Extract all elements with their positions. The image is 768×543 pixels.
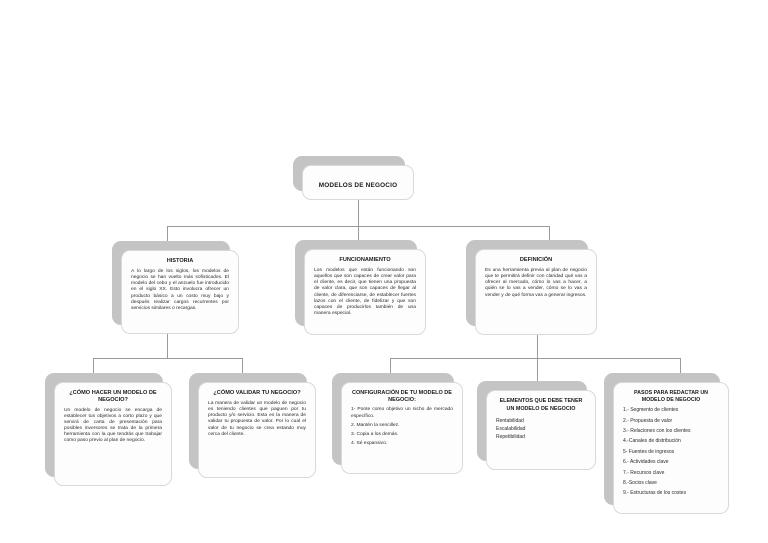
list-item: 1- Ponte como objetivo un nicho de merca… — [351, 407, 453, 419]
node-card: MODELOS DE NEGOCIO — [302, 165, 414, 200]
connector-drop-como-validar — [242, 358, 243, 382]
node-title: ¿CÓMO VALIDAR TU NEGOCIO? — [213, 390, 301, 396]
connector-historia-bus — [93, 358, 242, 359]
node-historia[interactable]: HISTORIA A lo largo de los siglos, los m… — [112, 241, 239, 334]
connector-historia-stem — [167, 334, 168, 358]
connector-root-stem — [358, 200, 359, 226]
connector-drop-funcionamiento — [358, 226, 359, 249]
list-item: 8.-Socios clave — [623, 480, 657, 487]
node-card: HISTORIA A lo largo de los siglos, los m… — [121, 250, 239, 334]
node-modelos-de-negocio[interactable]: MODELOS DE NEGOCIO — [293, 156, 414, 200]
list-item: 3. Copia a los demás. — [351, 432, 399, 438]
node-configuracion-de-tu-modelo-de-negocio[interactable]: CONFIGURACIÓN DE TU MODELO DE NEGOCIO: 1… — [332, 373, 463, 474]
node-body: A lo largo de los siglos, los modelos de… — [131, 268, 229, 311]
list-item: 5- Fuentes de ingresos — [623, 448, 675, 455]
list-item: 2.- Propuesta de valor — [623, 417, 673, 424]
node-card: ¿CÓMO HACER UN MODELO DE NEGOCIO? Un mod… — [54, 382, 172, 486]
node-title: CONFIGURACIÓN DE TU MODELO DE NEGOCIO: — [352, 390, 452, 403]
node-card: PASOS PARA REDACTAR UN MODELO DE NEGOCIO… — [613, 382, 729, 514]
list-item: 3.- Relaciones con los clientes — [623, 428, 691, 435]
connector-drop-elementos — [537, 358, 538, 390]
connector-drop-configuracion — [390, 358, 391, 382]
connector-definicion-stem — [537, 335, 538, 358]
list-item: 4. Sé expansivo. — [351, 441, 388, 447]
node-body: Un modelo de negocio se encarga de estab… — [64, 407, 162, 444]
node-funcionamiento[interactable]: FUNCIONAMIENTO Los modelos que están fun… — [295, 240, 426, 335]
node-card: ELEMENTOS QUE DEBE TENER UN MODELO DE NE… — [486, 390, 596, 470]
connector-drop-definicion — [549, 226, 550, 249]
node-title: HISTORIA — [166, 258, 194, 264]
connector-drop-como-hacer — [93, 358, 94, 382]
node-title: PASOS PARA REDACTAR UN MODELO DE NEGOCIO — [634, 390, 708, 404]
node-card: FUNCIONAMIENTO Los modelos que están fun… — [304, 249, 426, 335]
list-item: 2. Mantén la sencillez. — [351, 422, 400, 428]
list-item: 7.- Recursos clave — [623, 469, 665, 476]
list-item: 9.- Estructuras de los costes — [623, 490, 687, 497]
node-card: CONFIGURACIÓN DE TU MODELO DE NEGOCIO: 1… — [341, 382, 463, 474]
node-pasos-para-redactar-un-modelo-de-negocio[interactable]: PASOS PARA REDACTAR UN MODELO DE NEGOCIO… — [604, 373, 729, 514]
list-item: Repetibilidad — [496, 434, 525, 441]
list-item: 4.-Canales de distribución — [623, 438, 681, 445]
connector-drop-historia — [167, 226, 168, 250]
node-como-hacer-un-modelo-de-negocio[interactable]: ¿CÓMO HACER UN MODELO DE NEGOCIO? Un mod… — [45, 373, 172, 486]
node-body: Es una herramienta previa al plan de neg… — [485, 267, 587, 298]
list-item: Rentabilidad — [496, 417, 524, 424]
list-item: Escalabilidad — [496, 426, 526, 433]
node-body: La manera de validar un modelo de negoci… — [208, 400, 306, 437]
node-title: ¿CÓMO HACER UN MODELO DE NEGOCIO? — [69, 390, 157, 403]
node-title: ELEMENTOS QUE DEBE TENER UN MODELO DE NE… — [499, 398, 583, 412]
node-card: DEFINICIÓN Es una herramienta previa al … — [475, 249, 597, 335]
node-title: MODELOS DE NEGOCIO — [318, 182, 398, 189]
list-item: 1.- Segmento de clientes — [623, 407, 679, 414]
node-body: Los modelos que están funcionando son aq… — [314, 267, 416, 317]
node-title: FUNCIONAMIENTO — [339, 257, 391, 263]
connector-definicion-bus — [390, 358, 680, 359]
connector-drop-pasos — [680, 358, 681, 382]
node-title: DEFINICIÓN — [519, 257, 553, 263]
node-card: ¿CÓMO VALIDAR TU NEGOCIO? La manera de v… — [198, 382, 316, 478]
list-item: 6.- Actividades clave — [623, 459, 669, 466]
node-definicion[interactable]: DEFINICIÓN Es una herramienta previa al … — [466, 240, 597, 335]
node-como-validar-tu-negocio[interactable]: ¿CÓMO VALIDAR TU NEGOCIO? La manera de v… — [189, 373, 316, 478]
node-elementos-que-debe-tener-un-modelo-de-negocio[interactable]: ELEMENTOS QUE DEBE TENER UN MODELO DE NE… — [477, 381, 596, 470]
